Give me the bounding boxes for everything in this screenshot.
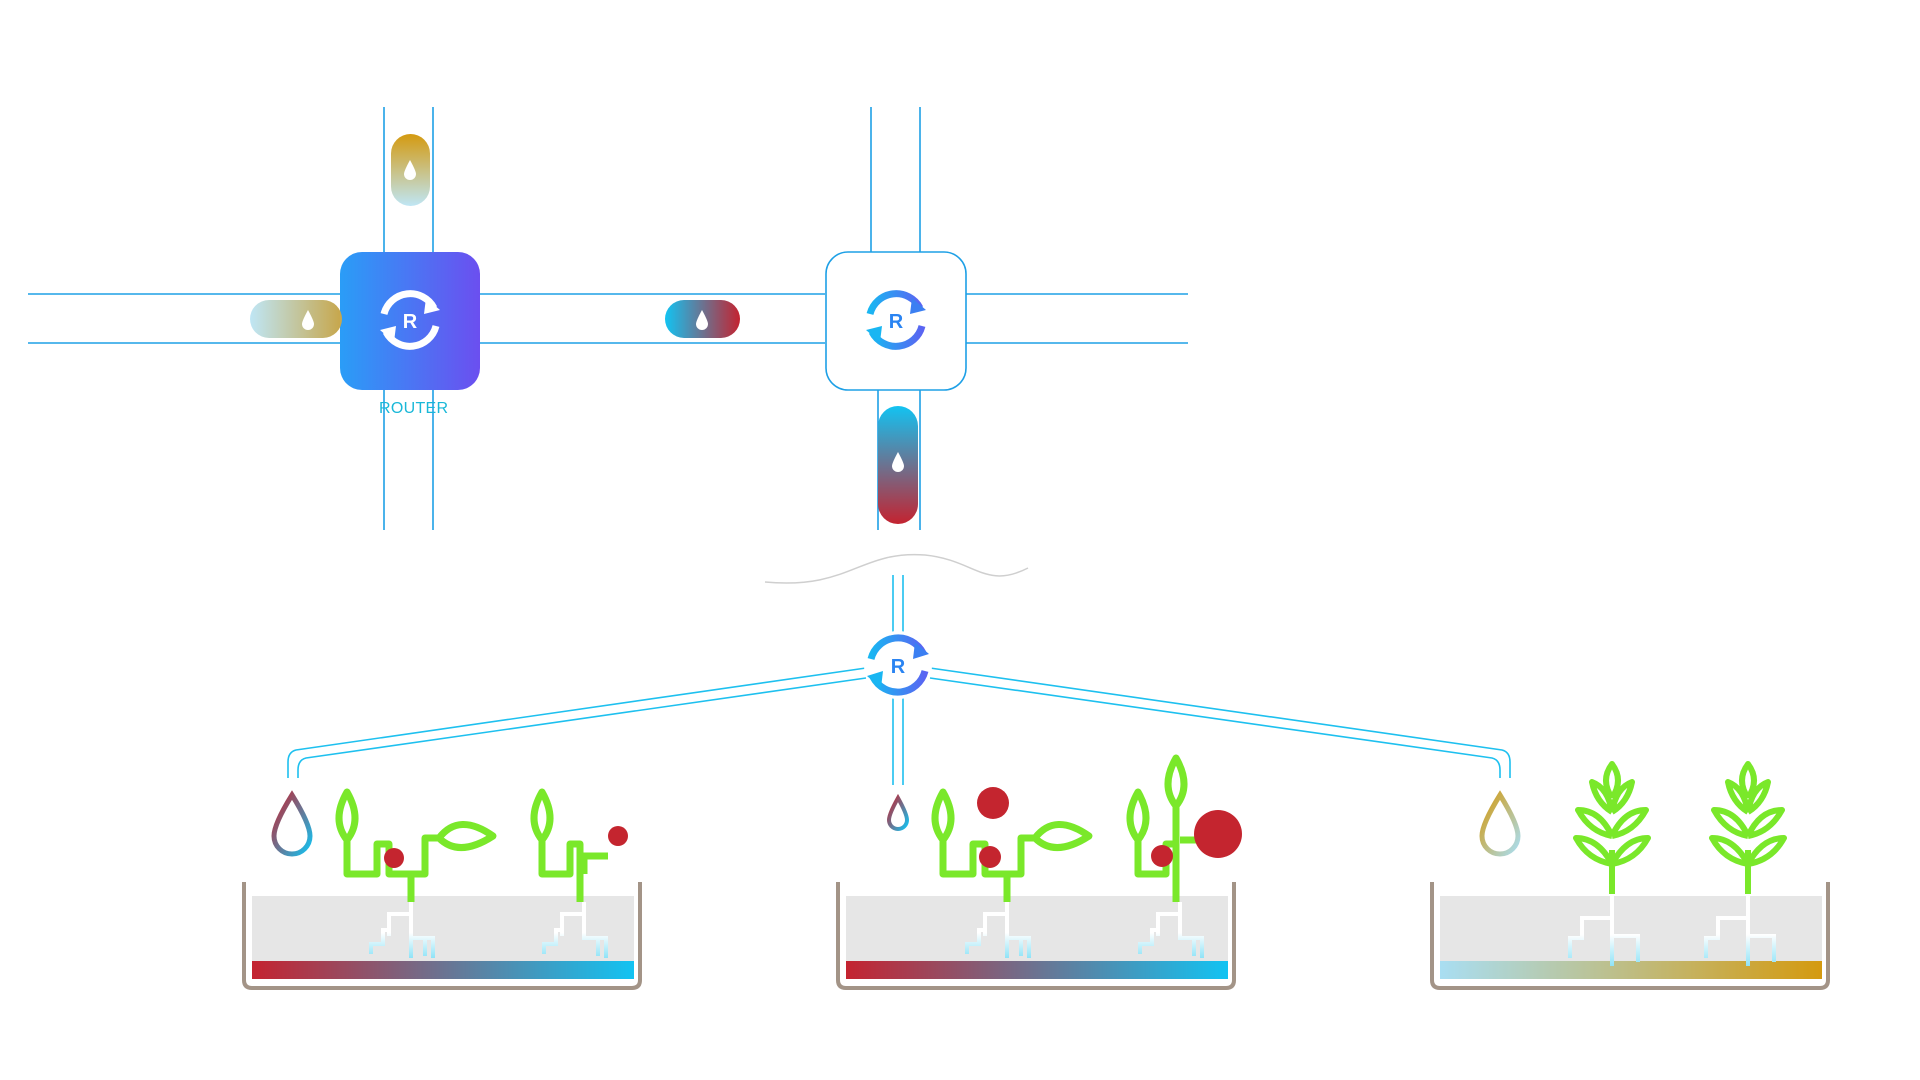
water-droplet-icon — [892, 452, 904, 472]
distribution-pipes — [287, 575, 1511, 785]
berry-dot-icon — [608, 826, 628, 846]
water-packet-top — [391, 134, 430, 206]
router-letter: R — [403, 311, 418, 333]
water-droplet-icon — [696, 310, 708, 330]
distribution-router[interactable]: R — [864, 631, 932, 699]
router-sync-icon: R — [866, 290, 926, 350]
planter-bed-1 — [242, 790, 642, 990]
berry-dot-icon — [977, 787, 1009, 819]
water-droplet-icon — [404, 160, 416, 180]
berry-dot-icon — [979, 846, 1001, 868]
water-droplet-icon — [886, 793, 910, 831]
pipe-network — [28, 107, 1188, 530]
water-packet-middle — [665, 300, 740, 338]
berry-dot-icon — [1194, 810, 1242, 858]
water-packet-left — [250, 300, 342, 338]
router-label: ROUTER — [379, 400, 448, 417]
secondary-router[interactable]: R — [825, 251, 967, 391]
router-letter: R — [891, 656, 906, 678]
water-droplet-icon — [1479, 790, 1521, 857]
router-sync-icon: R — [380, 290, 440, 350]
berry-dot-icon — [1151, 845, 1173, 867]
wheat-plant-icon — [1712, 764, 1784, 894]
water-droplet-icon — [302, 310, 314, 330]
wheat-plant-icon — [1576, 764, 1648, 894]
planter-bed-2 — [836, 754, 1242, 990]
berry-dot-icon — [384, 848, 404, 868]
main-router[interactable]: R ROUTER — [340, 252, 480, 417]
planter-bed-3 — [1430, 764, 1830, 990]
router-sync-icon: R — [867, 634, 929, 696]
router-letter: R — [889, 311, 904, 333]
water-packet-down — [878, 406, 918, 524]
pipe-break-wave — [764, 553, 1029, 584]
water-droplet-icon — [271, 790, 313, 857]
